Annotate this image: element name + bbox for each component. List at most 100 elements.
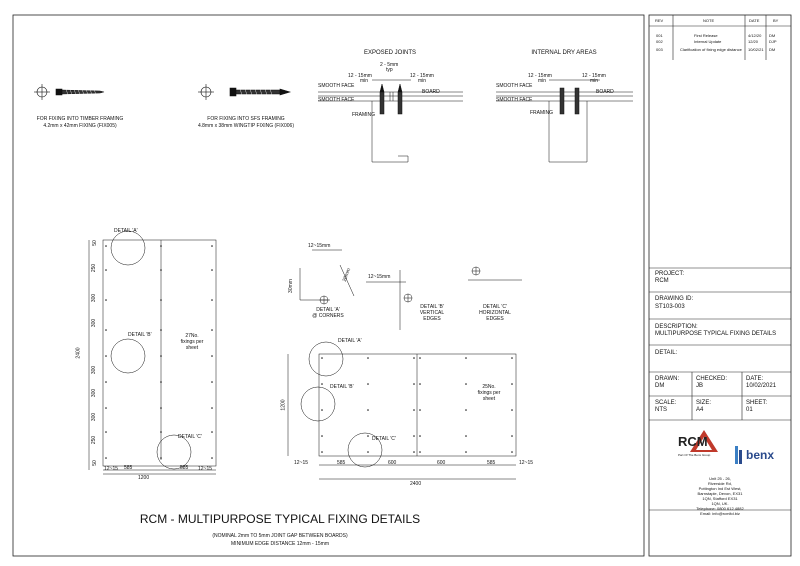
edge-label-left: 12 - 15mm [348,73,372,79]
rev-row-rev: 002 [656,39,663,44]
project-label: PROJECT: [655,271,685,277]
portrait-dim-300-c: 300 [91,365,98,375]
vertical-detail-note: DETAIL 'B' VERTICAL EDGES [419,304,445,322]
smooth-face-label-2: SMOOTH FACE [318,97,355,103]
benx-logo-text: benx [746,448,775,462]
drawing-id-value: ST103-003 [655,304,685,310]
portrait-detail-c: DETAIL 'C' [178,434,202,440]
landscape-585-left: 585 [337,460,346,466]
exposed-joints-title: EXPOSED JOINTS [363,50,416,56]
corner-detail-sketch [299,249,406,305]
fixing-dot [160,299,162,301]
fixing-dot [160,457,162,459]
rev-row-note: First Release [694,33,718,38]
exposed-joints-section [318,79,463,163]
portrait-fixings-note: 27No. fixings per sheet [180,333,204,351]
fixing-dot [160,329,162,331]
rev-row-rev: 003 [656,47,663,52]
rcm-logo: RCM Part Of The Benx Group [676,428,720,458]
fixing-dot [367,383,369,385]
rcm-tagline: Part Of The Benx Group [678,453,711,457]
landscape-detail-c: DETAIL 'C' [372,436,396,442]
fixing-dot [465,383,467,385]
portrait-edge-right: 12~15 [198,466,213,472]
fixing-dot [211,355,213,357]
sketch-edge-label: 12~15mm [308,243,331,249]
dry-smooth-face-label: SMOOTH FACE [496,83,533,89]
timber-caption-2: 4.2mm x 42mm FIXING (FIX005) [43,123,117,129]
portrait-detail-a: DETAIL 'A' [114,228,138,234]
rev-header: REV [655,18,664,23]
fixing-dot [367,357,369,359]
landscape-600-a: 600 [388,460,397,466]
fixing-dot [367,451,369,453]
horizontal-detail-note: DETAIL 'C' HORIZONTAL EDGES [479,304,511,322]
note-header: NOTE [703,18,715,23]
corner-detail-note: DETAIL 'A' @ CORNERS [312,307,344,319]
description-value: MULTIPURPOSE TYPICAL FIXING DETAILS [655,331,777,337]
portrait-dim-300-d: 300 [91,388,98,398]
project-value: RCM [655,278,669,284]
portrait-width-dim: 1200 [138,475,150,481]
checked-value: JB [696,383,704,389]
fixing-dot [419,383,421,385]
rev-row-by: DM [769,33,776,38]
sketch-edge-label-2: 12~15mm [368,274,391,280]
rev-row-rev: 001 [656,33,663,38]
rev-row-note: Internal Update [694,39,722,44]
landscape-600-b: 600 [437,460,446,466]
fixing-dot [160,407,162,409]
fixing-dot [211,431,213,433]
portrait-dim-250-bottom: 250 [91,435,98,445]
drawing-frame [12,14,645,557]
edge-distance-note: MINIMUM EDGE DISTANCE 12mm - 15mm [231,541,329,547]
dry-smooth-face-label-2: SMOOTH FACE [496,97,533,103]
main-title: RCM - MULTIPURPOSE TYPICAL FIXING DETAIL… [139,512,421,526]
framing-label: FRAMING [352,112,376,118]
timber-caption-1: FOR FIXING INTO TIMBER FRAMING [36,116,124,122]
date-header: DATE [749,18,760,23]
dry-edge-label-left: 12 - 15mm [528,73,552,79]
sfs-screw-drawing [198,84,292,100]
drawing-id-label: DRAWING ID: [655,296,694,302]
fixing-dot [160,355,162,357]
sfs-caption-2: 4.8mm x 38mm WINGTIP FIXING (FIX006) [197,123,295,129]
scale-label: SCALE: [655,400,677,406]
fixing-dot [211,381,213,383]
fixing-dot [511,409,513,411]
dry-edge-label-right-min: min [590,78,599,84]
landscape-fixing-dots [321,357,513,453]
landscape-width-dim: 2400 [410,481,422,487]
date-label: DATE: [746,376,764,382]
fixing-dot [419,409,421,411]
portrait-585-right: 585 [180,465,189,471]
fixing-dot [160,381,162,383]
fixing-dot [367,409,369,411]
rev-row-date: 10/02/21 [748,47,764,52]
sheet-value: 01 [746,407,753,413]
edge-label-left-min: min [360,78,369,84]
joint-gap-note: (NOMINAL 2mm TO 5mm JOINT GAP BETWEEN BO… [212,533,348,539]
fixing-dot [321,383,323,385]
landscape-detail-b: DETAIL 'B' [330,384,354,390]
portrait-dim-250-top: 250 [91,263,98,273]
landscape-edge-left: 12~15 [294,460,309,466]
fixing-dot [413,409,415,411]
landscape-edge-right: 12~15 [519,460,534,466]
portrait-585-left: 585 [124,465,133,471]
rev-row-note: Clarification of fixing edge distance [680,47,742,52]
portrait-dim-50-top: 50 [91,240,98,246]
size-value: A4 [696,407,704,413]
fixing-dot [211,269,213,271]
landscape-sheet-drawing [287,341,517,480]
fixing-dot [419,435,421,437]
internal-dry-section [496,79,633,163]
dry-board-label: BOARD [596,89,614,95]
gap-label-typ: typ [386,67,393,73]
fixing-dot [321,435,323,437]
fixing-dot [413,357,415,359]
size-label: SIZE: [696,400,712,406]
landscape-detail-a: DETAIL 'A' [338,338,362,344]
portrait-dim-50-bottom: 50 [91,460,98,466]
